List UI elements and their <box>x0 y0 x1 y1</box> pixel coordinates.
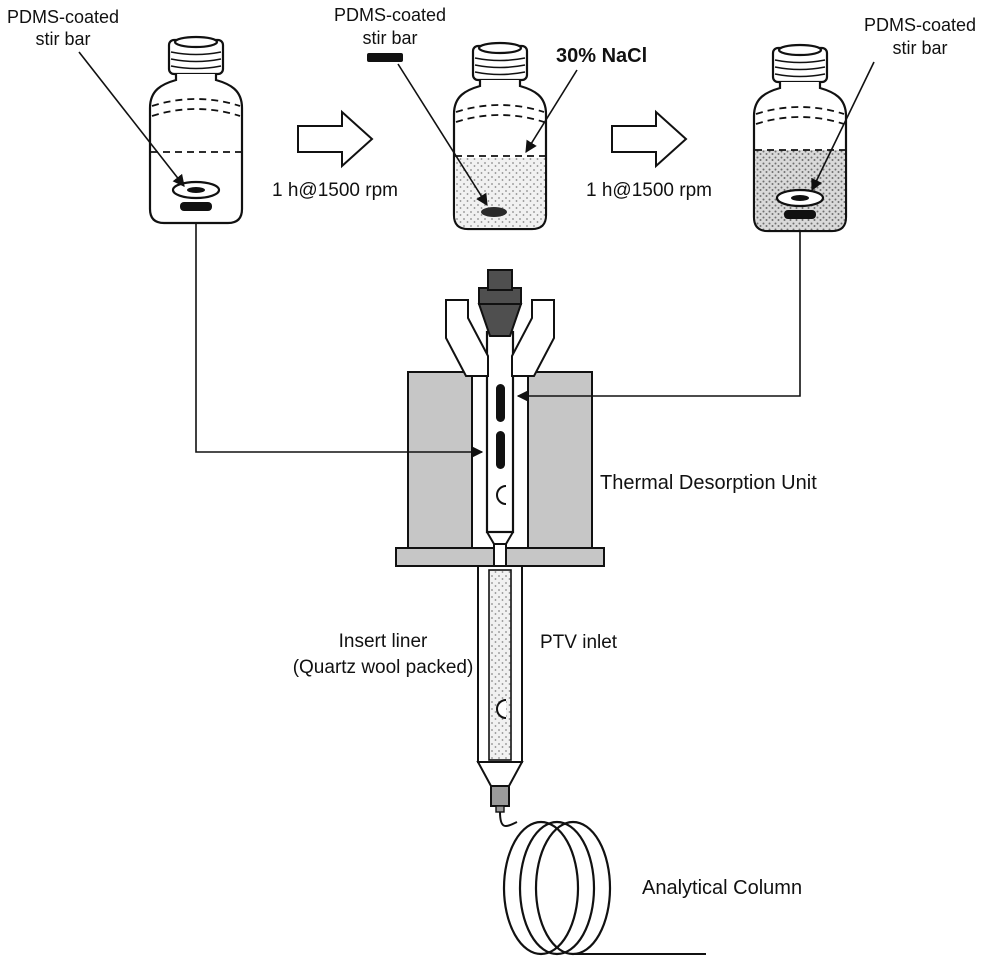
analytical-column: Analytical Column <box>499 811 802 956</box>
tdu-septum-cone <box>477 303 523 337</box>
ptv-inlet-label: PTV inlet <box>540 632 618 653</box>
tdu-heater-block-left <box>407 371 473 549</box>
tdu-tube-hook <box>496 485 507 505</box>
vial3-cap-top <box>777 43 823 57</box>
nacl-label: 30% NaCl <box>556 45 647 67</box>
tdu-cap-knob <box>487 269 513 291</box>
annotation-pdms-right: PDMS-coated stir bar <box>811 15 976 192</box>
pdms-middle-label-line2: stir bar <box>362 28 417 48</box>
ptv-connector-tip <box>495 805 505 813</box>
tdu-clamp-jaw-left <box>445 299 489 377</box>
tdu-stir-bar-lower <box>496 431 505 469</box>
annotation-nacl: 30% NaCl <box>525 45 647 154</box>
pdms-right-leader-line <box>811 61 875 192</box>
analytical-column-label: Analytical Column <box>642 877 802 899</box>
thermal-desorption-unit: Thermal Desorption Unit <box>395 269 817 567</box>
tdu-label: Thermal Desorption Unit <box>600 472 817 494</box>
vial2-stir-bar <box>481 207 507 217</box>
pdms-middle-leader-line <box>397 63 488 207</box>
step1-label: 1 h@1500 rpm <box>272 180 398 201</box>
vial1-body <box>148 74 244 225</box>
vial1-cap-thread <box>170 51 222 56</box>
stir-bar-icon <box>367 53 403 62</box>
column-entry-tubing <box>499 811 518 827</box>
liner-hook <box>496 699 507 719</box>
vial3-cap-thread <box>774 59 826 64</box>
ptv-column-connector <box>490 785 510 807</box>
vial2-cap-thread <box>474 71 526 76</box>
block-arrow-icon <box>611 109 688 169</box>
pdms-left-label-line2: stir bar <box>35 29 90 49</box>
vial2-liquid <box>455 158 545 228</box>
tdu-clamp-jaw-right <box>511 299 555 377</box>
vial1-stir-bar-core <box>187 187 205 193</box>
vial1-cap-thread <box>170 58 222 63</box>
vial-nacl <box>452 41 548 231</box>
process-arrow-1: 1 h@1500 rpm <box>272 109 398 201</box>
column-coil-loop <box>534 820 612 956</box>
vial1-stir-bar-shadow <box>180 202 212 211</box>
vial1-to-tdu-line <box>195 224 484 458</box>
vial1-cap-thread <box>170 65 222 70</box>
vial-extracted <box>752 43 848 233</box>
block-arrow-icon <box>297 109 374 169</box>
tdu-stir-bar-upper <box>496 384 505 422</box>
tdu-heater-block-right <box>527 371 593 549</box>
annotation-pdms-left: PDMS-coated stir bar <box>7 7 185 187</box>
insert-liner-tube <box>488 569 512 761</box>
vial1-cap-top <box>173 35 219 49</box>
process-arrow-2: 1 h@1500 rpm <box>586 109 712 201</box>
pdms-right-label-line2: stir bar <box>892 38 947 58</box>
vial2-cap-thread <box>474 64 526 69</box>
tdu-tube-taper <box>486 531 495 545</box>
nacl-leader-line <box>525 69 578 154</box>
vial3-cap-thread <box>774 66 826 71</box>
pdms-right-label-line1: PDMS-coated <box>864 15 976 35</box>
insert-liner-label-line1: Insert liner <box>339 631 428 652</box>
pdms-left-leader-line <box>78 51 185 187</box>
tdu-tube-taper <box>505 531 514 545</box>
vial3-stir-bar-shadow <box>784 210 816 219</box>
ptv-inlet: Insert liner (Quartz wool packed) PTV in… <box>293 565 618 813</box>
annotation-pdms-middle: PDMS-coated stir bar <box>334 5 488 207</box>
ptv-taper <box>476 761 524 787</box>
vial2-cap-top <box>477 41 523 55</box>
vial3-cap-thread <box>774 73 826 78</box>
pdms-left-label-line1: PDMS-coated <box>7 7 119 27</box>
insert-liner-label-line2: (Quartz wool packed) <box>293 657 474 678</box>
column-coil-loop <box>518 820 596 956</box>
vial-sample <box>148 35 244 225</box>
vial3-stir-bar-core <box>791 195 809 201</box>
step2-label: 1 h@1500 rpm <box>586 180 712 201</box>
pdms-middle-label-line1: PDMS-coated <box>334 5 446 25</box>
tdu-tube-outlet <box>493 543 507 567</box>
vial2-cap-thread <box>474 57 526 62</box>
vial3-to-tdu-line <box>516 232 801 402</box>
column-coil-loop <box>502 820 580 956</box>
